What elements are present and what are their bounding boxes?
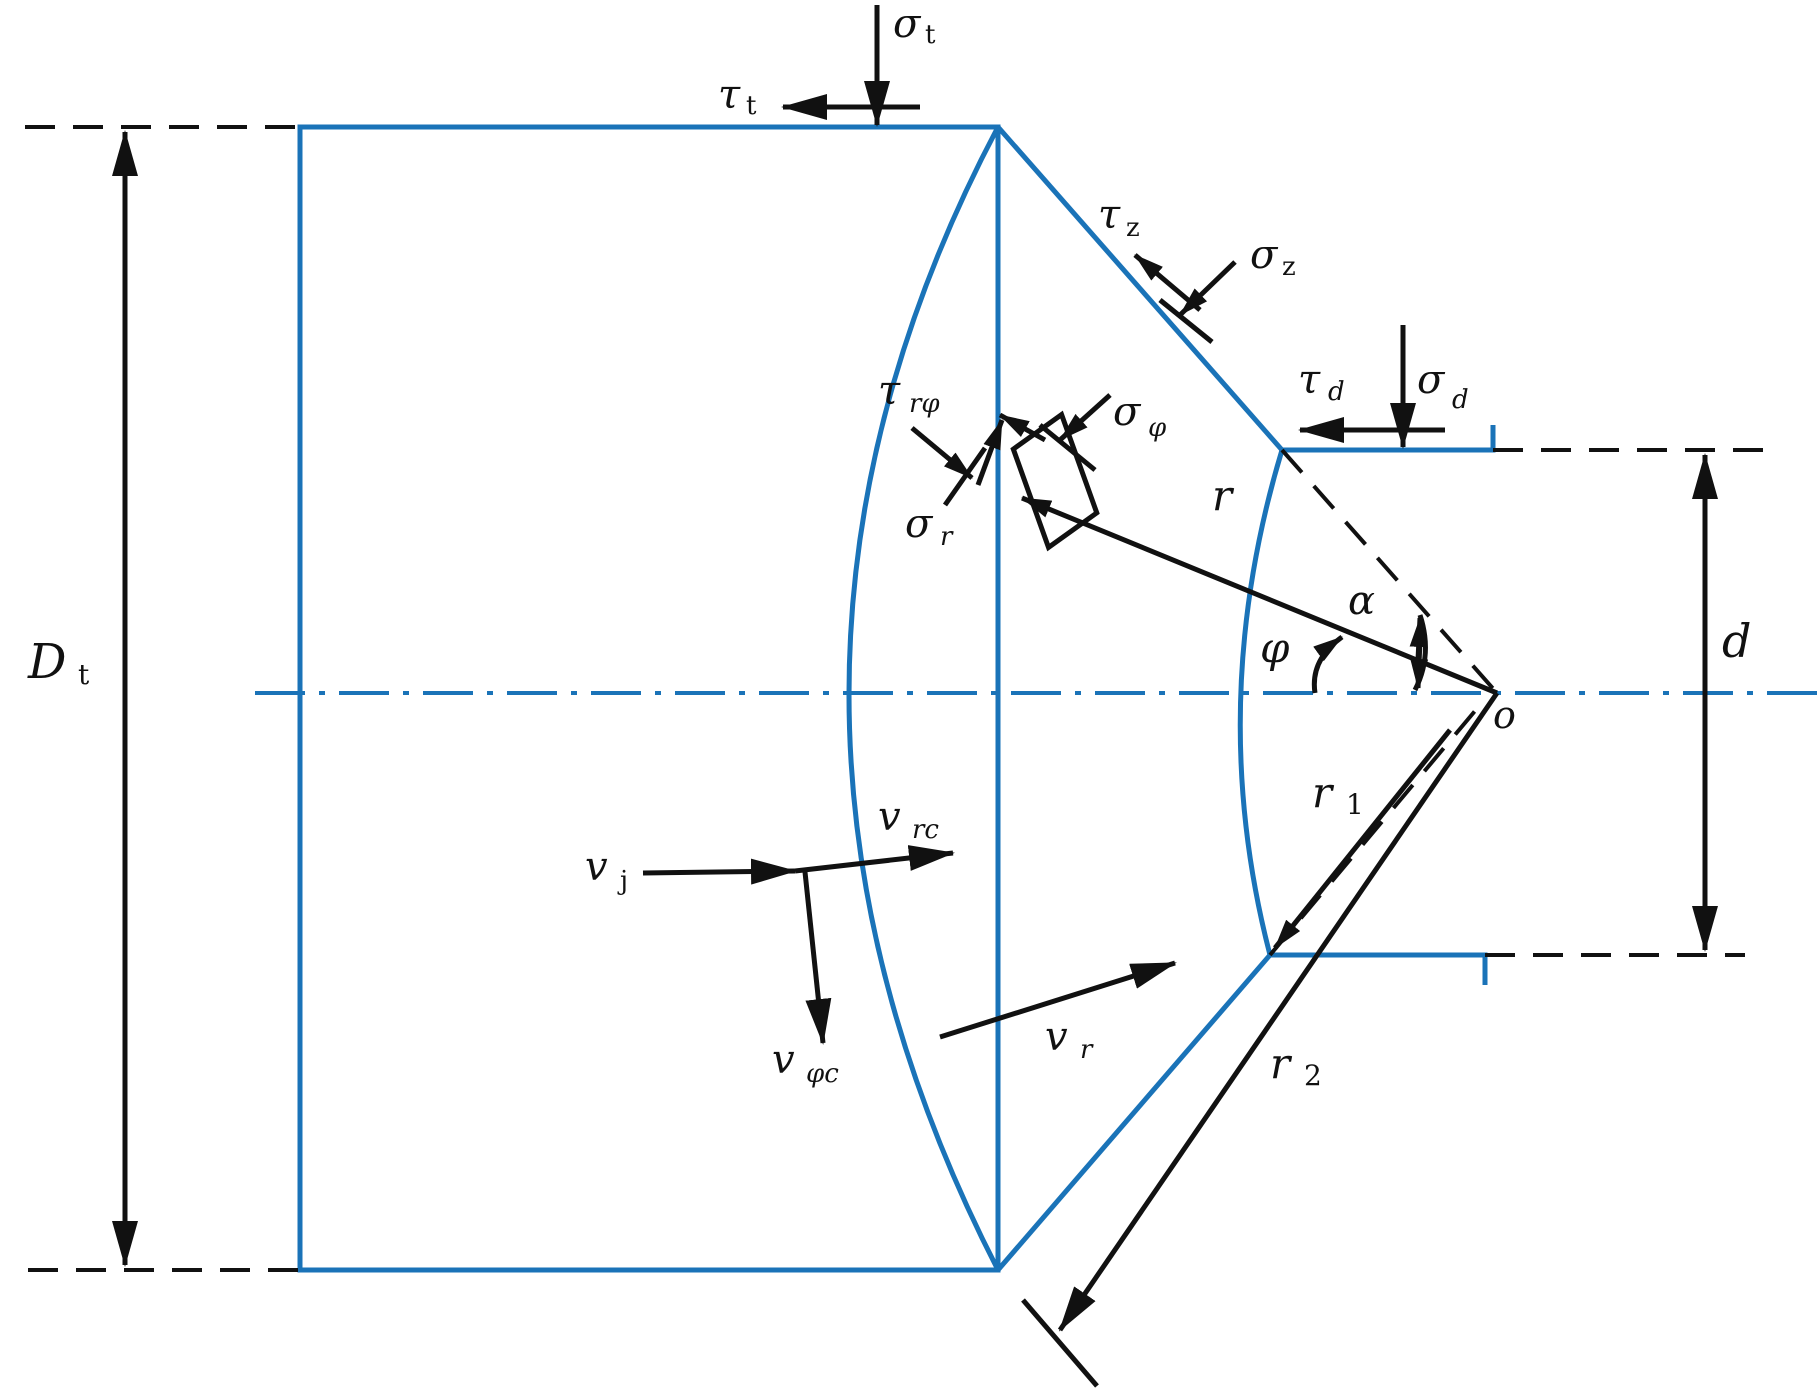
v-rc-arrow bbox=[794, 845, 955, 874]
tau-rphi-arrow-a bbox=[975, 419, 1005, 486]
r2-end-tick bbox=[1021, 1298, 1099, 1388]
label-v-rc-sub: rc bbox=[912, 815, 939, 845]
radius-r2-arrow bbox=[1057, 691, 1500, 1332]
label-r1-sub: 1 bbox=[1346, 788, 1364, 821]
label-sigma-r: σ bbox=[905, 501, 934, 547]
label-sigma-phi-sub: φ bbox=[1148, 413, 1167, 443]
label-alpha: α bbox=[1348, 578, 1375, 624]
label-v-phic: v bbox=[772, 1037, 795, 1083]
top-stresses bbox=[781, 5, 1445, 449]
label-r2-sub: 2 bbox=[1304, 1059, 1322, 1092]
label-v-phic-sub: φc bbox=[806, 1059, 839, 1089]
label-tau-z: τ bbox=[1098, 192, 1121, 238]
alpha-arrow-down bbox=[1410, 639, 1429, 689]
radius-r1-arrow bbox=[1273, 728, 1452, 950]
label-sigma-z: σ bbox=[1250, 232, 1279, 278]
sigma-phi-arrow bbox=[1058, 393, 1112, 442]
sigma-r-arrow bbox=[910, 426, 974, 480]
label-tau-z-sub: z bbox=[1126, 213, 1140, 243]
sigma-phi-tick bbox=[1038, 423, 1097, 472]
label-sigma-d-sub: d bbox=[1452, 385, 1469, 415]
sigma-z-tick bbox=[1158, 298, 1214, 344]
label-d: d bbox=[1722, 614, 1751, 668]
die-cone-lower bbox=[996, 953, 1272, 1272]
workpiece-outline bbox=[297, 124, 1496, 1273]
billet-rectangle bbox=[297, 124, 1001, 1273]
label-v-j: v bbox=[585, 844, 608, 890]
v-r-arrow bbox=[939, 960, 1177, 1040]
angle-markers bbox=[1311, 614, 1429, 694]
outer-arc bbox=[846, 125, 1001, 1272]
stress-element bbox=[910, 393, 1112, 552]
label-tau-rphi: τ bbox=[878, 368, 901, 414]
labels: D t d o r r 1 r 2 α φ σ t τ t τ z σ z τ … bbox=[27, 1, 1751, 1092]
label-tau-t: τ bbox=[718, 72, 741, 118]
label-v-rc: v bbox=[878, 794, 901, 840]
label-sigma-d: σ bbox=[1417, 357, 1446, 403]
label-v-r: v bbox=[1045, 1014, 1068, 1060]
angle-phi-arc bbox=[1311, 634, 1344, 694]
die-cone-upper bbox=[996, 125, 1284, 452]
velocity-arrows bbox=[642, 845, 1177, 1045]
v-phic-arrow bbox=[802, 871, 832, 1045]
label-r1: r bbox=[1312, 768, 1335, 817]
label-tau-d-sub: d bbox=[1328, 377, 1345, 407]
label-tau-t-sub: t bbox=[746, 91, 757, 121]
label-o: o bbox=[1493, 693, 1516, 737]
label-sigma-t: σ bbox=[893, 1, 922, 47]
label-r: r bbox=[1212, 471, 1235, 520]
label-Dt-sub: t bbox=[78, 658, 90, 691]
label-sigma-r-sub: r bbox=[940, 522, 954, 552]
label-tau-d: τ bbox=[1298, 357, 1321, 403]
element-square bbox=[1010, 410, 1100, 552]
dimensions bbox=[112, 130, 1718, 1267]
label-Dt: D bbox=[27, 634, 66, 690]
label-sigma-t-sub: t bbox=[925, 20, 936, 50]
inner-arc bbox=[1237, 449, 1285, 956]
tau-z-arrow bbox=[1133, 253, 1202, 312]
label-tau-rphi-sub: rφ bbox=[909, 389, 940, 419]
label-v-j-sub: j bbox=[617, 866, 628, 896]
label-r2: r bbox=[1270, 1039, 1293, 1088]
v-j-arrow bbox=[642, 858, 797, 885]
label-sigma-phi: σ bbox=[1113, 389, 1142, 435]
cone-extension-upper bbox=[1280, 448, 1499, 695]
sigma-r-tick bbox=[942, 446, 988, 507]
sigma-z-arrow bbox=[1178, 260, 1237, 317]
label-v-r-sub: r bbox=[1080, 1035, 1094, 1065]
tau-rphi-arrow-b bbox=[998, 412, 1047, 443]
label-phi: φ bbox=[1260, 623, 1290, 672]
label-sigma-z-sub: z bbox=[1282, 252, 1296, 282]
